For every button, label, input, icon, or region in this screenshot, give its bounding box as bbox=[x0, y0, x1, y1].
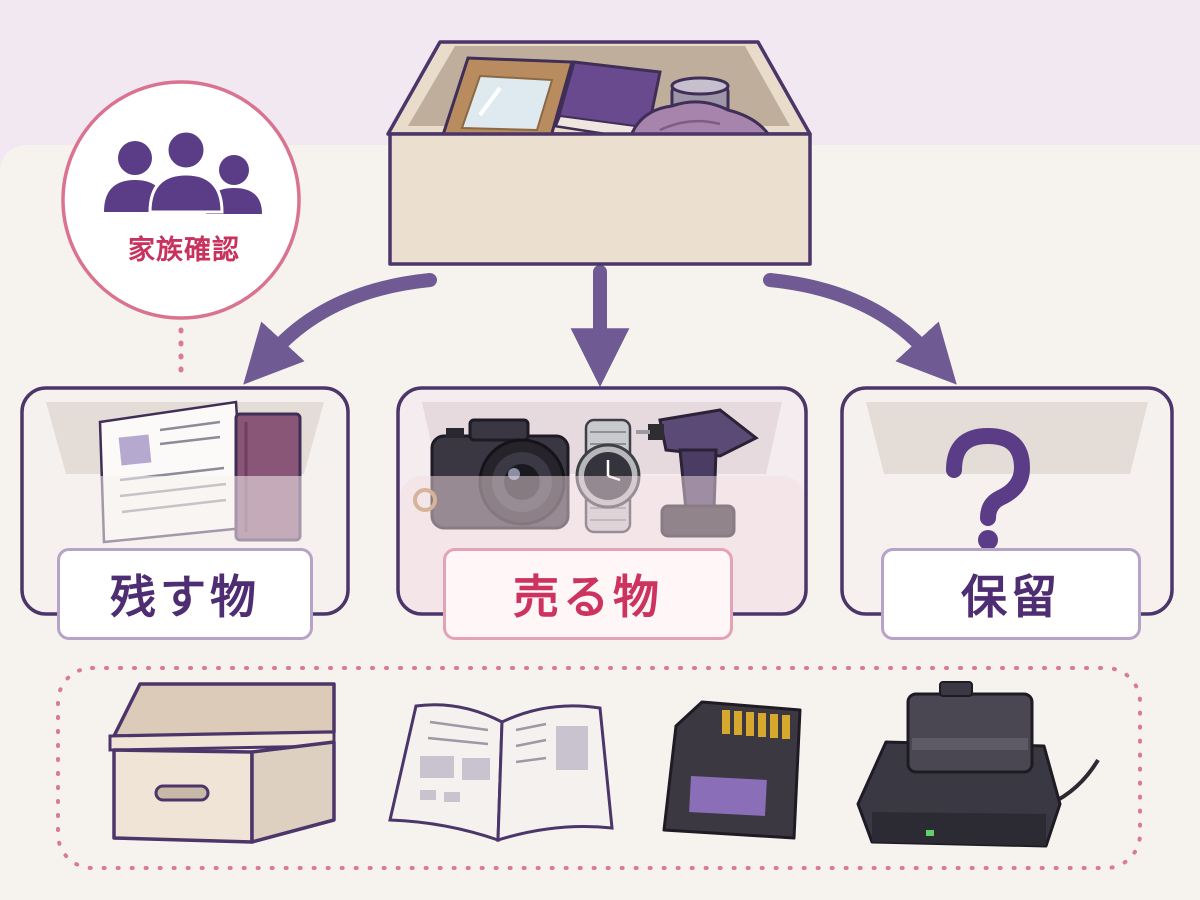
sell-label: 売る物 bbox=[443, 548, 733, 640]
manual-booklet-icon bbox=[388, 703, 614, 843]
arrow-to-hold bbox=[763, 273, 957, 385]
keep-label: 残す物 bbox=[57, 548, 313, 640]
sd-card-icon bbox=[662, 700, 802, 840]
question-mark-icon bbox=[946, 427, 1031, 550]
battery-charger-icon bbox=[856, 681, 1100, 848]
people-icon bbox=[104, 129, 262, 214]
hold-label: 保留 bbox=[881, 548, 1141, 640]
source-box bbox=[386, 40, 812, 266]
flow-arrows bbox=[243, 265, 957, 388]
arrow-to-keep bbox=[243, 273, 437, 385]
storage-box-icon bbox=[108, 682, 336, 844]
family-check-circle bbox=[61, 80, 301, 320]
accessories-frame bbox=[56, 666, 1142, 870]
cloth-icon bbox=[627, 100, 775, 142]
family-check-label: 家族確認 bbox=[128, 235, 240, 266]
